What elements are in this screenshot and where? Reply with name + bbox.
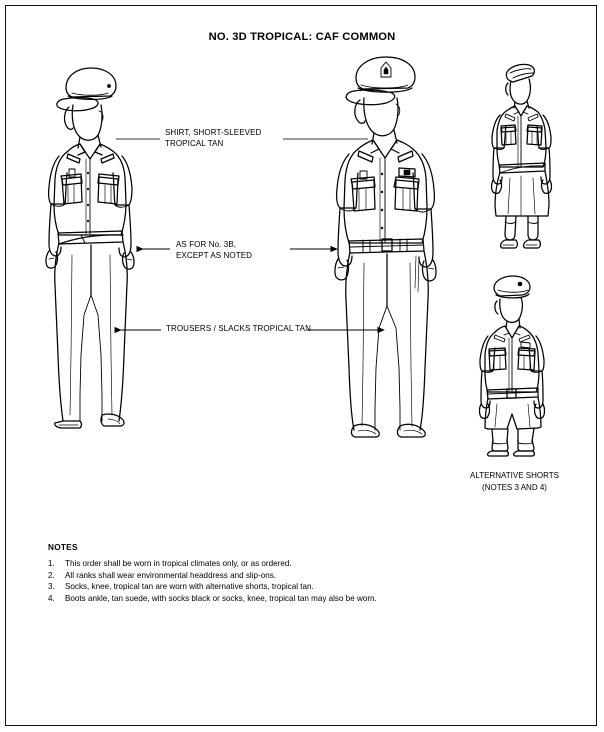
- note-text: Boots ankle, tan suede, with socks black…: [65, 593, 377, 603]
- notes-heading: NOTES: [48, 543, 78, 552]
- figure-male-slacks: [334, 56, 437, 438]
- figure-male-shorts: [478, 275, 546, 457]
- annotation-as-for-3b: AS FOR No. 3B, EXCEPT AS NOTED: [176, 240, 253, 261]
- page-title: NO. 3D TROPICAL: CAF COMMON: [208, 31, 396, 43]
- note-number: 2.: [48, 570, 55, 580]
- note-text: All ranks shall wear environmental headd…: [65, 570, 276, 580]
- note-item: 2. All ranks shall wear environmental he…: [48, 570, 548, 582]
- notes-block: NOTES 1. This order shall be worn in tro…: [48, 543, 548, 604]
- note-number: 4.: [48, 593, 55, 603]
- note-number: 3.: [48, 582, 55, 592]
- note-item: 3. Socks, knee, tropical tan are worn wi…: [48, 581, 548, 593]
- figure-female-skirt: [490, 63, 553, 249]
- figure-female-slacks: [45, 67, 135, 429]
- note-text: Socks, knee, tropical tan are worn with …: [65, 582, 314, 592]
- note-item: 1. This order shall be worn in tropical …: [48, 558, 548, 570]
- annotation-trousers: TROUSERS / SLACKS TROPICAL TAN: [166, 324, 311, 333]
- note-number: 1.: [48, 559, 55, 568]
- caption-alternative-shorts: ALTERNATIVE SHORTS (NOTES 3 AND 4): [470, 471, 559, 492]
- annotation-shirt: SHIRT, SHORT-SLEEVED TROPICAL TAN: [165, 128, 262, 149]
- note-item: 4. Boots ankle, tan suede, with socks bl…: [48, 593, 548, 605]
- note-text: This order shall be worn in tropical cli…: [65, 559, 292, 568]
